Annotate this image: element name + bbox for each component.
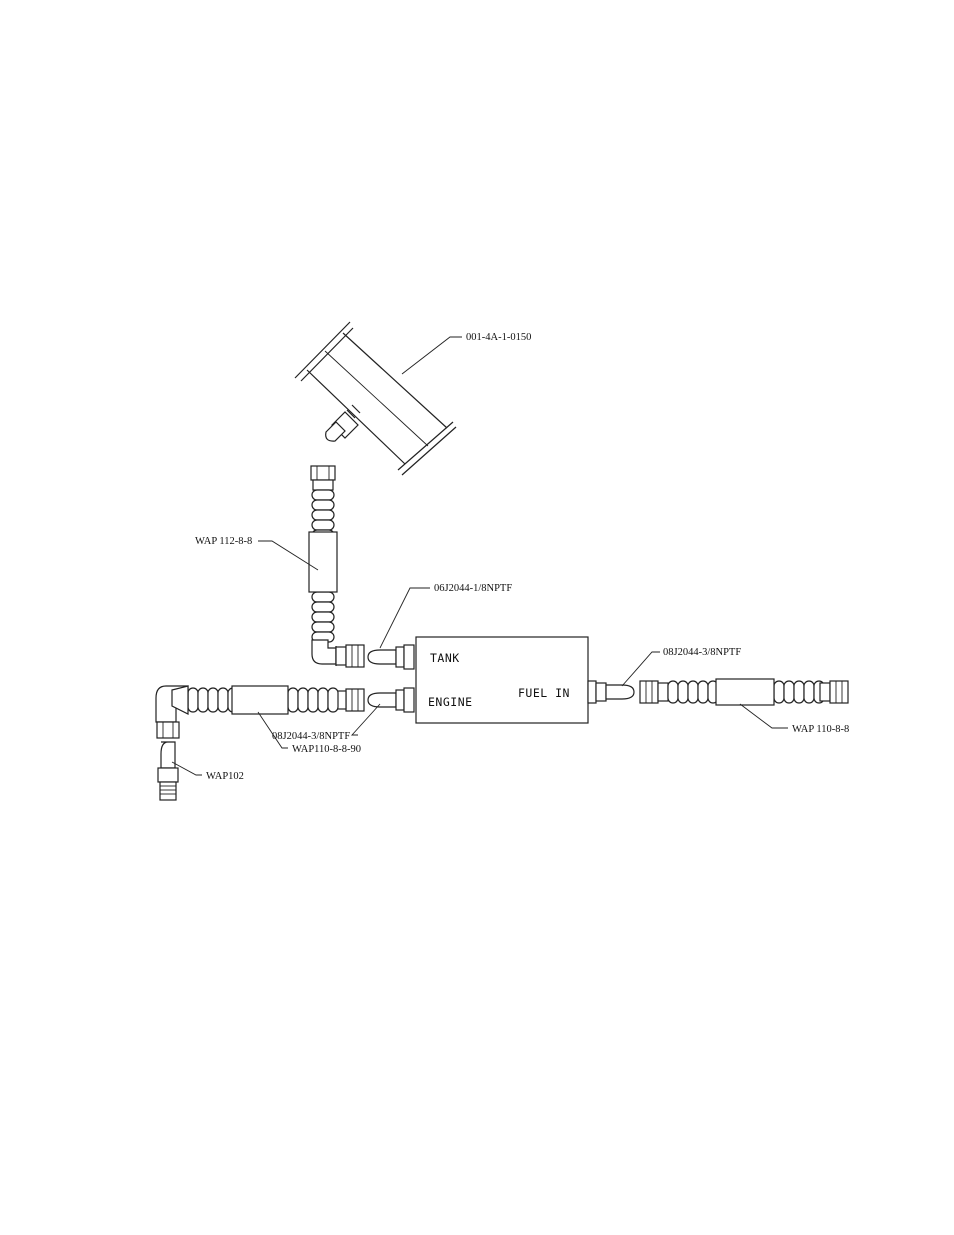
fuel-tank <box>294 321 457 476</box>
label-fuel-in-fitting: 08J2044-3/8NPTF <box>663 647 741 658</box>
label-engine-fitting: 08J2044-3/8NPTF <box>272 731 350 742</box>
fuel-filter <box>415 636 589 724</box>
label-fuel-in-hose: WAP 110-8-8 <box>792 724 849 735</box>
engine-hose <box>155 685 365 723</box>
fuel-in-hose <box>639 678 849 706</box>
fuel-in-fitting <box>587 680 635 704</box>
leader-lines <box>171 336 788 776</box>
tank-fitting <box>367 644 415 670</box>
label-wap102: WAP102 <box>206 771 244 782</box>
port-engine-label: ENGINE <box>428 695 473 709</box>
label-upper-hose: WAP 112-8-8 <box>195 536 252 547</box>
port-tank-label: TANK <box>430 651 460 665</box>
wap102-fitting <box>156 721 180 801</box>
tank-nut <box>335 644 365 668</box>
port-fuel-in-label: FUEL IN <box>518 686 570 700</box>
upper-hose <box>308 465 338 666</box>
engine-fitting <box>367 687 415 713</box>
label-engine-hose: WAP110-8-8-90 <box>292 744 361 755</box>
label-tank-part: 001-4A-1-0150 <box>466 332 531 343</box>
label-tank-fitting: 06J2044-1/8NPTF <box>434 583 512 594</box>
